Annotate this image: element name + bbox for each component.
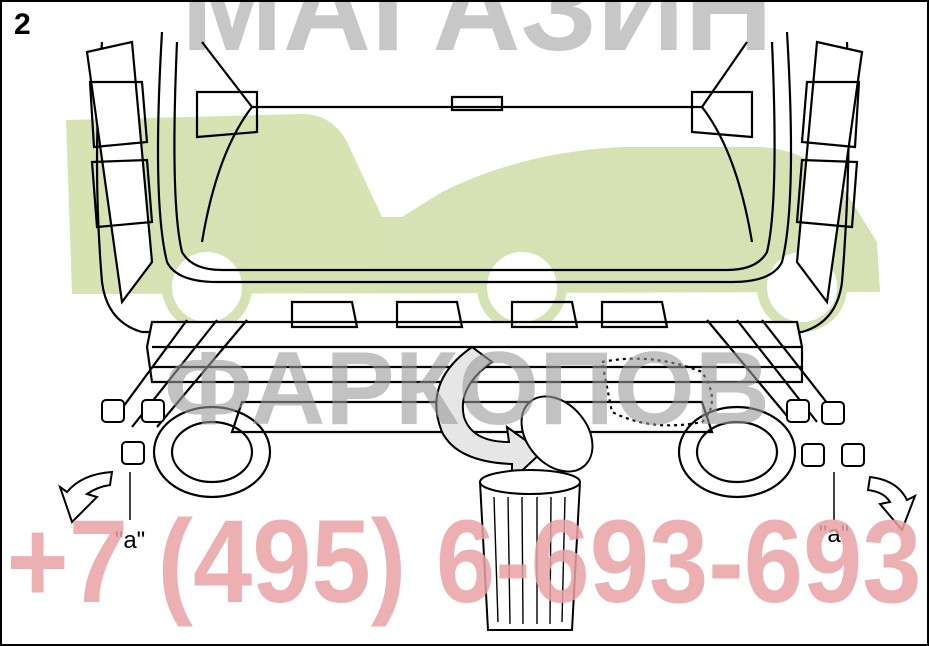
watermark-phone-text: +7 (495) 6-693-693 [7,496,922,628]
curved-arrow-icon [58,470,114,524]
step-number: 2 [14,8,31,41]
car-silhouette-logo [66,114,880,332]
callout-label-right: "a" [819,521,849,548]
callout-label-left: "a" [115,527,145,554]
watermark-shop-text: МАГАЗИН [181,2,773,76]
trash-bin-icon [478,395,594,631]
curved-arrow-icon [866,475,917,532]
watermark-towbar-text: ФАРКОПОВ [164,331,770,447]
bolts [101,399,865,467]
